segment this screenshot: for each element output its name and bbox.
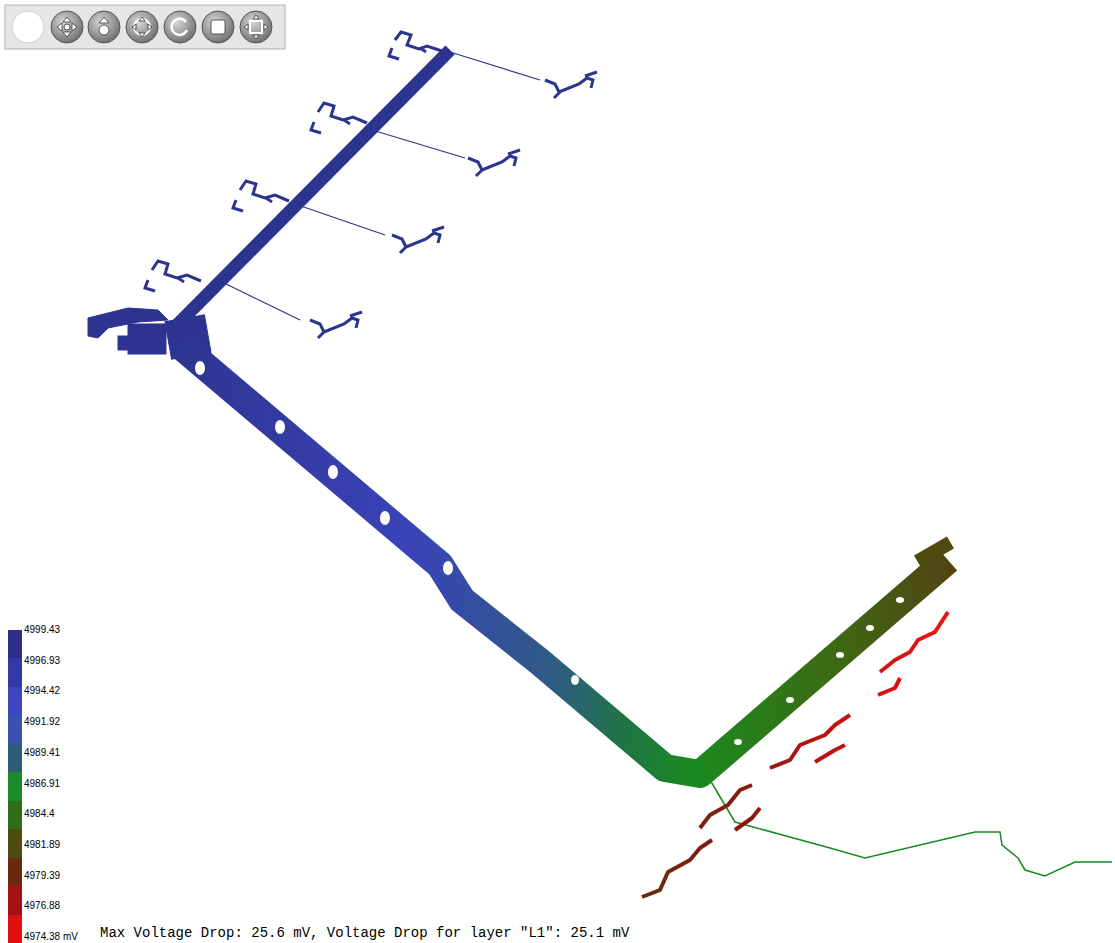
scale-value: 4989.41 [24, 747, 60, 759]
color-bar-segment [8, 630, 22, 659]
thin-trace [710, 780, 1112, 876]
scale-value: 4981.89 [24, 839, 60, 851]
voltage-drop-caption: Max Voltage Drop: 25.6 mV, Voltage Drop … [100, 925, 629, 941]
scale-value: 4996.93 [24, 655, 60, 667]
color-bar-segment [8, 915, 22, 943]
upper-trace [88, 32, 597, 359]
scale-value: 4986.91 [24, 778, 60, 790]
scale-value: 4984.4 [24, 808, 55, 820]
color-bar-segment [8, 772, 22, 801]
scale-value: 4979.39 [24, 870, 60, 882]
toolbar [5, 5, 285, 49]
main-trace [180, 345, 954, 774]
scale-value: 4991.92 [24, 716, 60, 728]
color-bar-segment [8, 658, 22, 687]
scale-value: 4976.88 [24, 900, 60, 912]
color-bar-segment [8, 715, 22, 744]
scale-value: 4974.38 mV [24, 931, 78, 943]
color-bar-segment [8, 858, 22, 887]
color-bar-segment [8, 801, 22, 830]
color-bar-segment [8, 886, 22, 915]
color-bar-segment [8, 687, 22, 716]
color-bar-segment [8, 744, 22, 773]
color-bar-segment [8, 829, 22, 858]
scale-value: 4999.43 [24, 624, 60, 636]
scale-value: 4994.42 [24, 685, 60, 697]
low-voltage-traces [642, 612, 948, 897]
